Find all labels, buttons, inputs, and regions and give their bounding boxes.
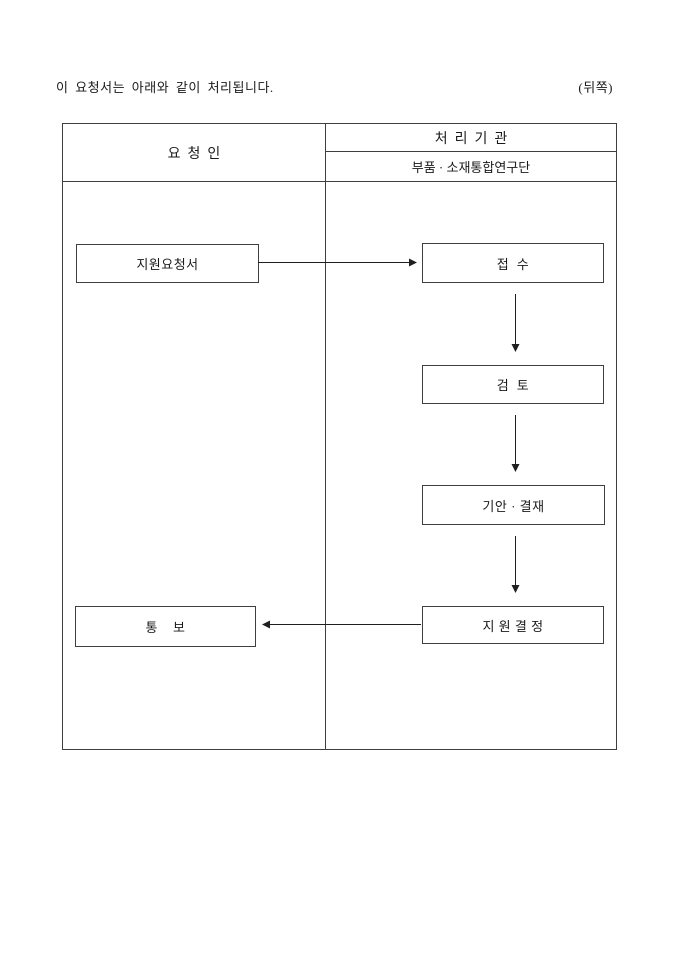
node-support-decision: 지 원 결 정 bbox=[422, 606, 604, 644]
intro-text: 이 요청서는 아래와 같이 처리됩니다. bbox=[56, 80, 274, 95]
process-table: 요 청 인 처 리 기 관 부품 · 소재통합연구단 지원요청서 접 수 검 토… bbox=[62, 123, 617, 750]
node-notification: 통 보 bbox=[75, 606, 256, 647]
agency-header-divider-line bbox=[325, 151, 616, 152]
agency-name-subheader: 부품 · 소재통합연구단 bbox=[411, 160, 531, 175]
node-request-form: 지원요청서 bbox=[76, 244, 259, 283]
column-divider-line bbox=[325, 124, 326, 749]
header-bottom-line bbox=[63, 181, 616, 182]
back-side-label: (뒤쪽) bbox=[578, 80, 613, 95]
agency-column-header: 처 리 기 관 bbox=[434, 131, 508, 147]
intro-row: 이 요청서는 아래와 같이 처리됩니다. (뒤쪽) bbox=[56, 79, 613, 97]
node-draft-approval: 기안 · 결재 bbox=[422, 485, 605, 525]
node-receipt: 접 수 bbox=[422, 243, 604, 283]
node-review: 검 토 bbox=[422, 365, 604, 404]
requester-column-header: 요 청 인 bbox=[167, 146, 221, 162]
